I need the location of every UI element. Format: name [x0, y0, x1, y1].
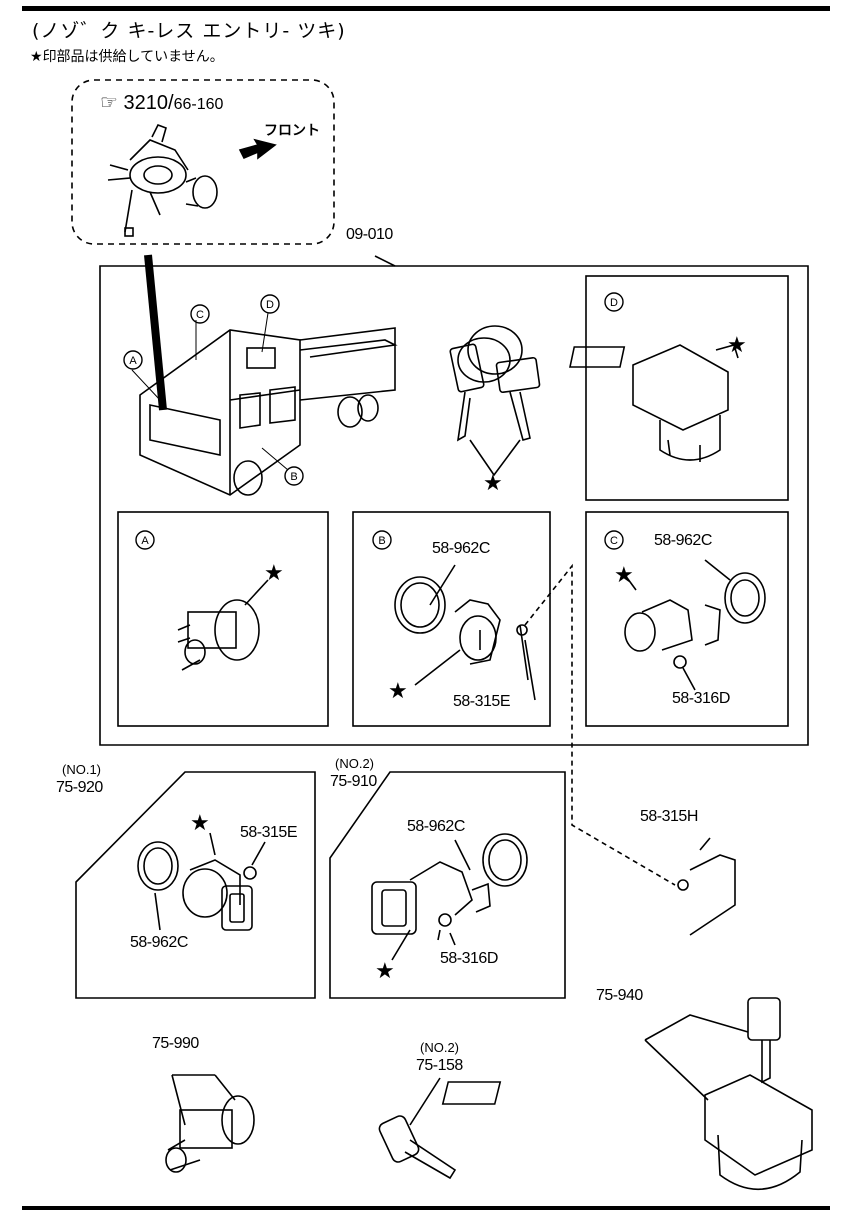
label-no2-a: (NO.2): [335, 756, 374, 771]
inset-pointer: [144, 254, 167, 411]
front-label: フロント: [264, 123, 320, 139]
svg-text:★: ★: [614, 563, 634, 588]
label-no1: (NO.1): [62, 762, 101, 777]
callout-c-box: C: [610, 535, 618, 547]
supply-note: ★印部品は供給していません。: [30, 46, 224, 66]
top-rule: [22, 6, 830, 11]
svg-text:★: ★: [483, 471, 503, 496]
leader-58-315H: [524, 563, 676, 886]
reference-sub: 66-160: [173, 96, 224, 113]
svg-text:★: ★: [388, 679, 408, 704]
reference-label[interactable]: ☞ 3210/66-160: [100, 92, 224, 114]
part-75-920[interactable]: 75-920: [56, 779, 103, 796]
leader-09-010: [374, 255, 396, 267]
part-58-316D-c[interactable]: 58-316D: [672, 690, 730, 707]
lock-a-drawing: [177, 579, 269, 671]
page-title: (ノゾ゛ク キ-レス エントリ- ツキ): [32, 20, 346, 42]
part-75-990[interactable]: 75-990: [152, 1035, 199, 1052]
part-75-940[interactable]: 75-940: [596, 987, 643, 1004]
bottom-rule: [22, 1206, 830, 1210]
lock-c-drawing: [624, 559, 766, 691]
part-58-315E-no1[interactable]: 58-315E: [240, 824, 298, 841]
detail-box-c: [585, 511, 789, 727]
part-58-962C-c[interactable]: 58-962C: [654, 532, 712, 549]
part-58-316D-no2[interactable]: 58-316D: [440, 950, 498, 967]
supply-note-text: 印部品は供給していません。: [42, 49, 224, 65]
lock-75-990-drawing: [165, 1074, 255, 1173]
fuel-cap-d-drawing: [569, 344, 739, 462]
part-75-158[interactable]: 75-158: [416, 1057, 463, 1074]
star-marks: ★ ★ ★ ★ ★ ★ ★: [190, 333, 747, 984]
bracket-58-315H-drawing: [677, 837, 736, 936]
pointing-hand-icon: ☞: [100, 92, 118, 114]
label-no2-b: (NO.2): [420, 1040, 459, 1055]
reference-main: 3210: [123, 92, 169, 114]
inset-box: [71, 79, 335, 245]
callout-b-box: B: [378, 535, 385, 547]
part-58-315E-b[interactable]: 58-315E: [453, 693, 511, 710]
main-assembly-box: [99, 265, 809, 746]
kit-box-no1: [75, 771, 316, 999]
part-58-962C-b[interactable]: 58-962C: [432, 540, 490, 557]
detail-box-a: [117, 511, 329, 727]
callout-d-truck: D: [266, 299, 274, 311]
svg-text:★: ★: [727, 333, 747, 358]
callout-a-box: A: [141, 535, 149, 547]
lock-no1-drawing: [137, 832, 266, 931]
inset-housing-drawing: [107, 123, 277, 237]
callout-b-truck: B: [290, 471, 297, 483]
truck-drawing: [131, 312, 398, 496]
svg-text:★: ★: [264, 561, 284, 586]
callout-d-box: D: [610, 297, 618, 309]
keys-drawing: [449, 325, 541, 477]
lock-no2-drawing: [371, 833, 528, 961]
detail-box-b: [352, 511, 551, 727]
lock-b-drawing: [394, 564, 536, 701]
part-58-962C-no1[interactable]: 58-962C: [130, 934, 188, 951]
callout-a-truck: A: [129, 355, 137, 367]
kit-box-no2: [329, 771, 566, 999]
svg-text:★: ★: [375, 959, 395, 984]
star-icon: ★: [30, 49, 43, 65]
key-75-158-drawing: [378, 1077, 457, 1180]
part-09-010[interactable]: 09-010: [346, 226, 393, 243]
part-58-315H[interactable]: 58-315H: [640, 808, 698, 825]
part-75-910[interactable]: 75-910: [330, 773, 377, 790]
svg-text:★: ★: [190, 811, 210, 836]
fuel-cap-75-940-drawing: [441, 997, 813, 1191]
callout-c-truck: C: [196, 309, 204, 321]
part-58-962C-no2[interactable]: 58-962C: [407, 818, 465, 835]
detail-box-d: [585, 275, 789, 501]
